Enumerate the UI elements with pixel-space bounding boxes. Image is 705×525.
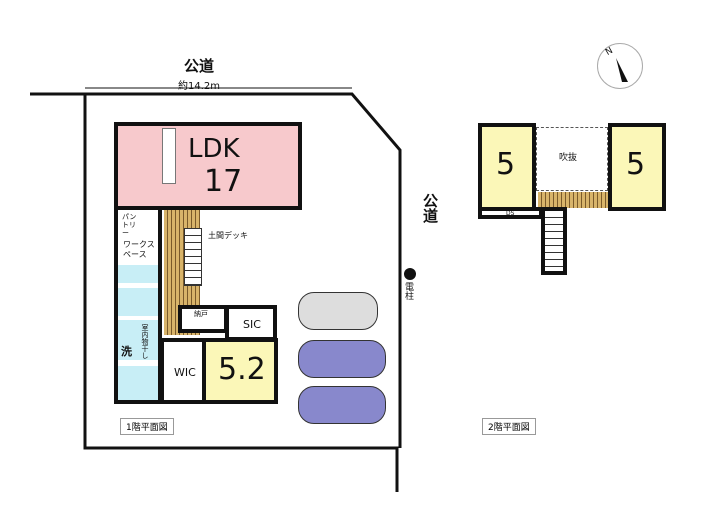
sic-room: SIC	[225, 305, 277, 341]
stairs-2f	[541, 207, 567, 275]
ds-shaft: DS	[478, 207, 543, 219]
laundry-room	[118, 320, 158, 360]
void: 吹抜	[536, 127, 608, 191]
bedroom-1f-size: 5.2	[218, 352, 266, 387]
wic-label: WIC	[174, 366, 196, 379]
wash-label: 洗	[121, 345, 132, 358]
compass: N	[597, 43, 643, 89]
kitchen-counter	[162, 128, 176, 184]
hallway-2f	[538, 192, 608, 208]
toilet	[118, 265, 158, 283]
utility-pole-icon	[404, 268, 416, 280]
void-label: 吹抜	[559, 150, 578, 163]
road-right-label: 公道	[421, 193, 439, 223]
sic-label: SIC	[243, 318, 261, 331]
road-top-label: 公道	[184, 57, 215, 75]
workspace-label: ワークスペース	[123, 240, 155, 259]
ldk-label: LDK	[188, 134, 240, 164]
bedroom-1f: 5.2	[202, 338, 278, 404]
floor1-caption: 1階平面図	[120, 418, 174, 435]
bathroom	[118, 366, 158, 400]
bedroom-2f-right: 5	[608, 123, 666, 211]
ds-label: DS	[506, 210, 515, 217]
parked-car	[298, 340, 386, 378]
washroom	[118, 288, 158, 316]
bedroom-2f-left: 5	[478, 123, 536, 211]
north-arrow-icon	[616, 58, 628, 82]
width-dimension: 約14.2m	[178, 81, 221, 92]
bedroom-2f-left-size: 5	[496, 147, 516, 182]
pantry-label: パントリー	[122, 213, 137, 237]
closet: 納戸	[178, 305, 228, 333]
ldk-size: 17	[204, 164, 243, 199]
parked-car	[298, 292, 378, 330]
laundry-label: 室内物干し	[141, 324, 149, 359]
bedroom-2f-right-size: 5	[626, 147, 646, 182]
floor2-caption: 2階平面図	[482, 418, 536, 435]
utility-pole-label: 電柱	[403, 282, 413, 300]
stairs-1f	[184, 228, 202, 286]
parked-car	[298, 386, 386, 424]
doma-deck-label: 土間デッキ	[208, 231, 248, 240]
ldk-room: LDK 17	[114, 122, 302, 210]
wic-room: WIC	[160, 338, 206, 404]
closet-label: 納戸	[194, 310, 208, 318]
